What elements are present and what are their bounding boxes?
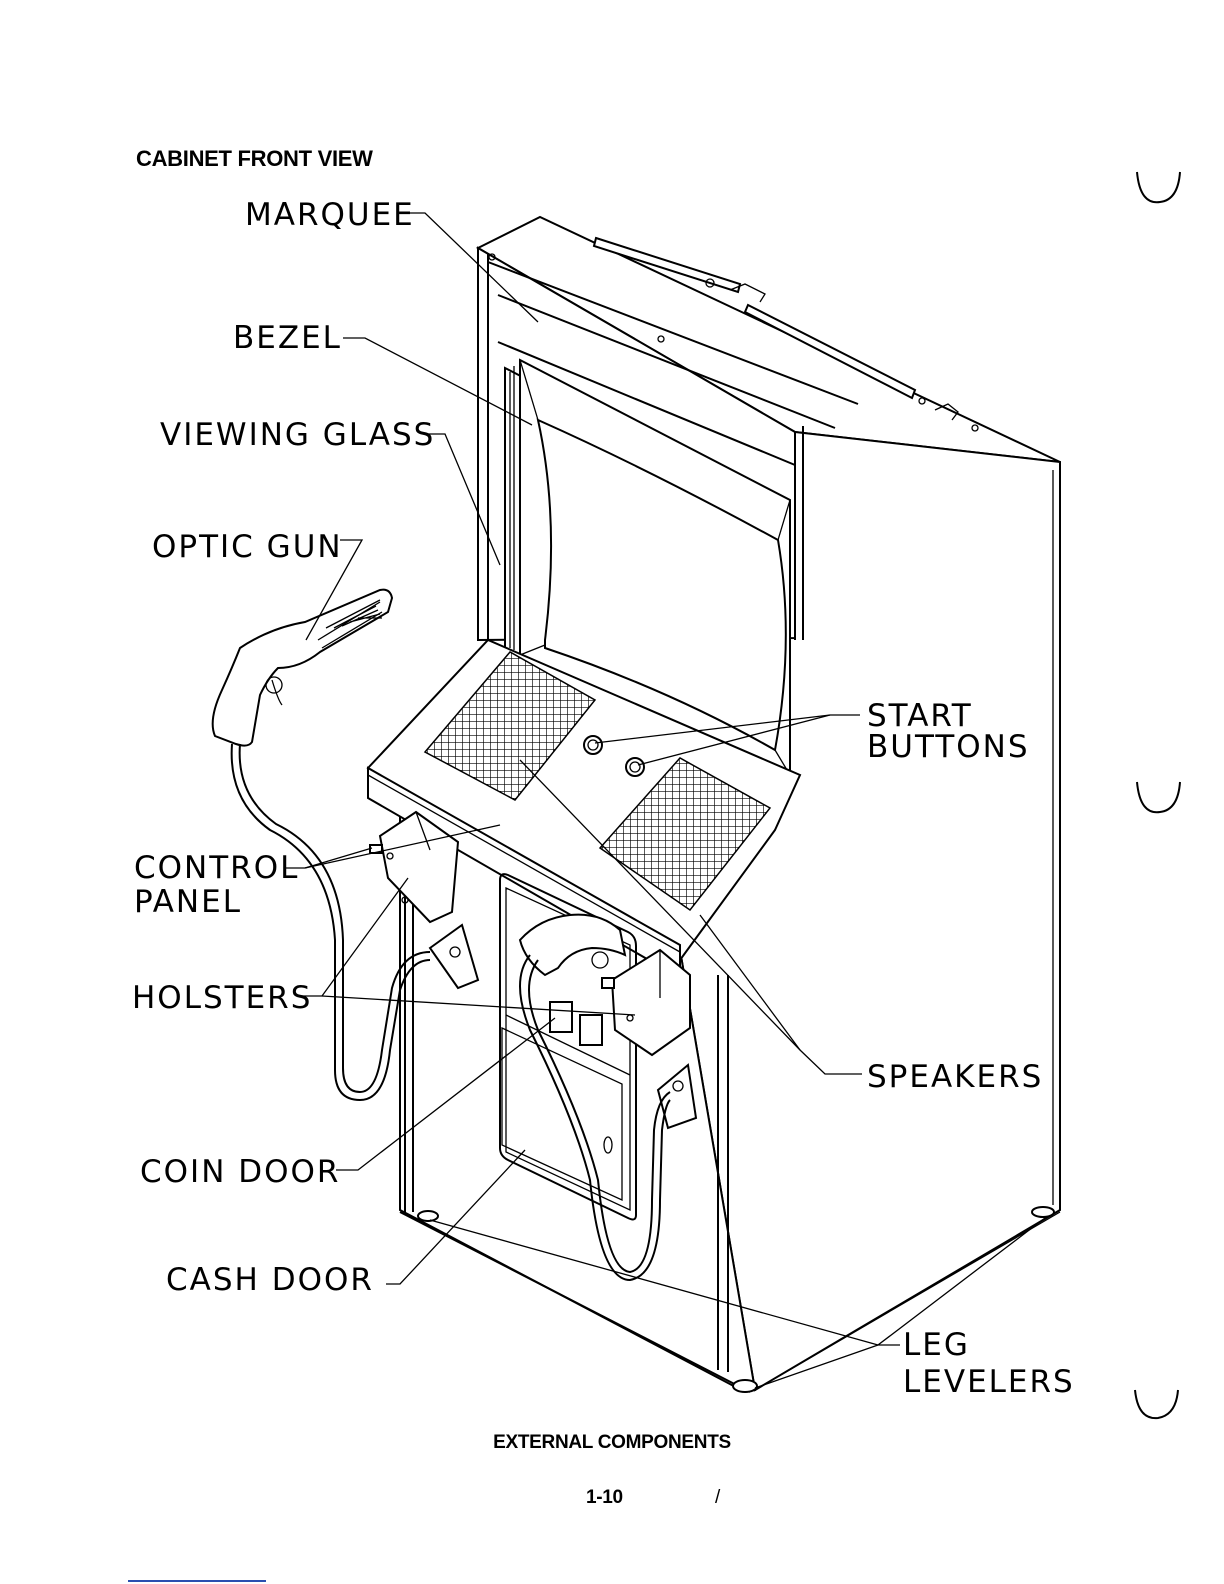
label-viewing-glass: VIEWING GLASS xyxy=(160,417,435,453)
start-button-2 xyxy=(626,758,644,776)
label-marquee: MARQUEE xyxy=(245,197,415,233)
leader-holster-left xyxy=(300,878,408,996)
label-control-panel-line1: CONTROL xyxy=(134,850,299,886)
label-leg-levelers-line1: LEG xyxy=(903,1327,970,1363)
label-cash-door: CASH DOOR xyxy=(166,1262,374,1298)
coin-slot-1 xyxy=(550,1002,572,1032)
label-start-buttons-line2: BUTTONS xyxy=(867,729,1030,765)
page-number: 1-10 xyxy=(586,1487,623,1509)
label-leg-levelers-line2: LEVELERS xyxy=(903,1364,1075,1400)
label-control-panel-line2: PANEL xyxy=(134,884,242,920)
binding-marks xyxy=(1135,172,1180,1418)
label-bezel: BEZEL xyxy=(233,320,342,356)
figure-caption: EXTERNAL COMPONENTS xyxy=(0,1432,1224,1454)
footer-link-rule xyxy=(128,1580,266,1582)
label-speakers: SPEAKERS xyxy=(867,1059,1043,1095)
start-button-1 xyxy=(584,736,602,754)
label-coin-door: COIN DOOR xyxy=(140,1154,340,1190)
page-mark: / xyxy=(715,1487,720,1509)
coin-slot-2 xyxy=(580,1015,602,1045)
label-optic-gun: OPTIC GUN xyxy=(152,529,343,565)
label-holsters: HOLSTERS xyxy=(132,980,312,1016)
